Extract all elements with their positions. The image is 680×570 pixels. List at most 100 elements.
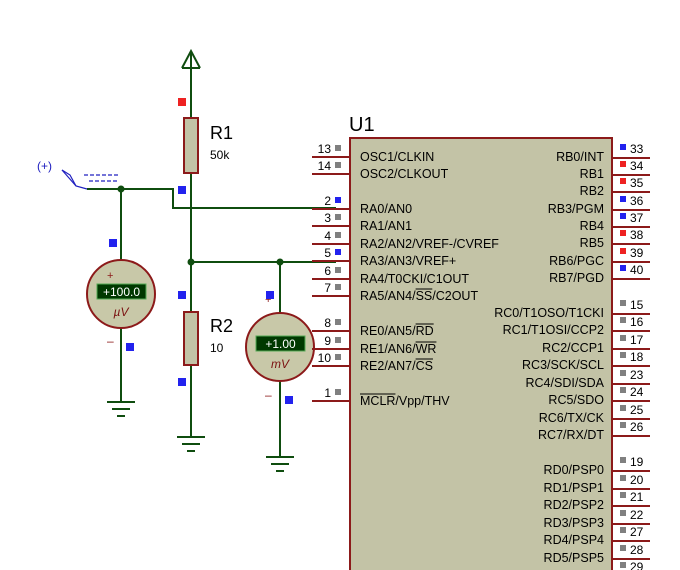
pin-state-marker xyxy=(335,389,341,395)
junction-mv-node xyxy=(276,258,284,266)
chip-pin-name: RA1/AN1 xyxy=(360,219,412,233)
chip-pin-number: 39 xyxy=(630,246,644,260)
state-marker xyxy=(126,343,134,351)
chip-pin-number: 4 xyxy=(324,229,331,243)
chip-pin-number: 17 xyxy=(630,333,644,347)
state-marker xyxy=(109,239,117,247)
wire-probe-to-ra0[interactable] xyxy=(87,188,336,209)
ground-icon[interactable] xyxy=(177,436,205,452)
chip-pin-name: MCLR/Vpp/THV xyxy=(360,394,450,408)
power-arrow-icon[interactable] xyxy=(181,48,201,69)
pin-state-marker xyxy=(335,214,341,220)
chip-pin-number: 16 xyxy=(630,315,644,329)
voltmeter-uv-unit: µV xyxy=(114,305,130,319)
chip-pin-name: RA5/AN4/SS/C2OUT xyxy=(360,289,478,303)
chip-pin-name: RB6/PGC xyxy=(549,254,604,268)
chip-pin-number: 28 xyxy=(630,543,644,557)
chip-pin-number: 22 xyxy=(630,508,644,522)
chip-pin-right[interactable]: 29 xyxy=(612,560,650,570)
pin-state-marker xyxy=(620,475,626,481)
chip-pin-name: RB3/PGM xyxy=(548,202,604,216)
resistor-r1[interactable]: R1 50k xyxy=(183,117,233,174)
chip-pin-name: RA0/AN0 xyxy=(360,202,412,216)
chip-pin-name: RB2 xyxy=(580,184,604,198)
chip-body[interactable] xyxy=(349,137,613,570)
chip-pin-name: RD4/PSP4 xyxy=(544,533,604,547)
pin-state-marker xyxy=(620,545,626,551)
chip-pin-number: 10 xyxy=(318,351,332,365)
voltmeter-uv-display xyxy=(96,283,147,300)
chip-pin-number: 1 xyxy=(324,386,331,400)
probe-label: (+) xyxy=(37,159,52,173)
chip-right-pins: 33RB0/INT34RB135RB236RB3/PGM37RB438RB539… xyxy=(494,142,650,570)
chip-pin-name: RC4/SDI/SDA xyxy=(526,376,605,390)
chip-pin-name: RB5 xyxy=(580,236,604,250)
chip-pin-number: 37 xyxy=(630,211,644,225)
chip-pin-number: 8 xyxy=(324,316,331,330)
chip-pin-number: 36 xyxy=(630,194,644,208)
resistor-r2[interactable]: R2 10 xyxy=(183,311,233,366)
pin-state-marker xyxy=(620,317,626,323)
chip-pin-name: RB1 xyxy=(580,167,604,181)
pin-state-marker xyxy=(620,352,626,358)
chip-pin-number: 7 xyxy=(324,281,331,295)
chip-ref: U1 xyxy=(349,114,375,136)
chip-pin-number: 38 xyxy=(630,228,644,242)
ground-icon[interactable] xyxy=(266,456,294,472)
chip-pin-name: RD3/PSP3 xyxy=(544,516,604,530)
chip-pin-number: 19 xyxy=(630,455,644,469)
chip-pin-number: 35 xyxy=(630,176,644,190)
pin-state-marker xyxy=(335,284,341,290)
ground-icon[interactable] xyxy=(107,401,135,417)
chip-pin-number: 9 xyxy=(324,334,331,348)
chip-pin-number: 20 xyxy=(630,473,644,487)
chip-pin-number: 21 xyxy=(630,490,644,504)
voltmeter-mv[interactable]: +1.00 mV + – xyxy=(245,294,315,402)
chip-pin-name: RC7/RX/DT xyxy=(538,428,604,442)
chip-pin-name: RB0/INT xyxy=(556,150,604,164)
wire-network xyxy=(87,68,336,457)
voltage-probe-icon[interactable]: (+) xyxy=(37,159,118,190)
pin-state-marker xyxy=(620,422,626,428)
chip-pin-number: 2 xyxy=(324,194,331,208)
voltmeter-uv-reading: +100.0 xyxy=(103,285,140,299)
voltmeter-uv[interactable]: +100.0 µV + – xyxy=(86,259,156,348)
pin-state-marker xyxy=(620,492,626,498)
pin-state-marker xyxy=(620,144,626,150)
